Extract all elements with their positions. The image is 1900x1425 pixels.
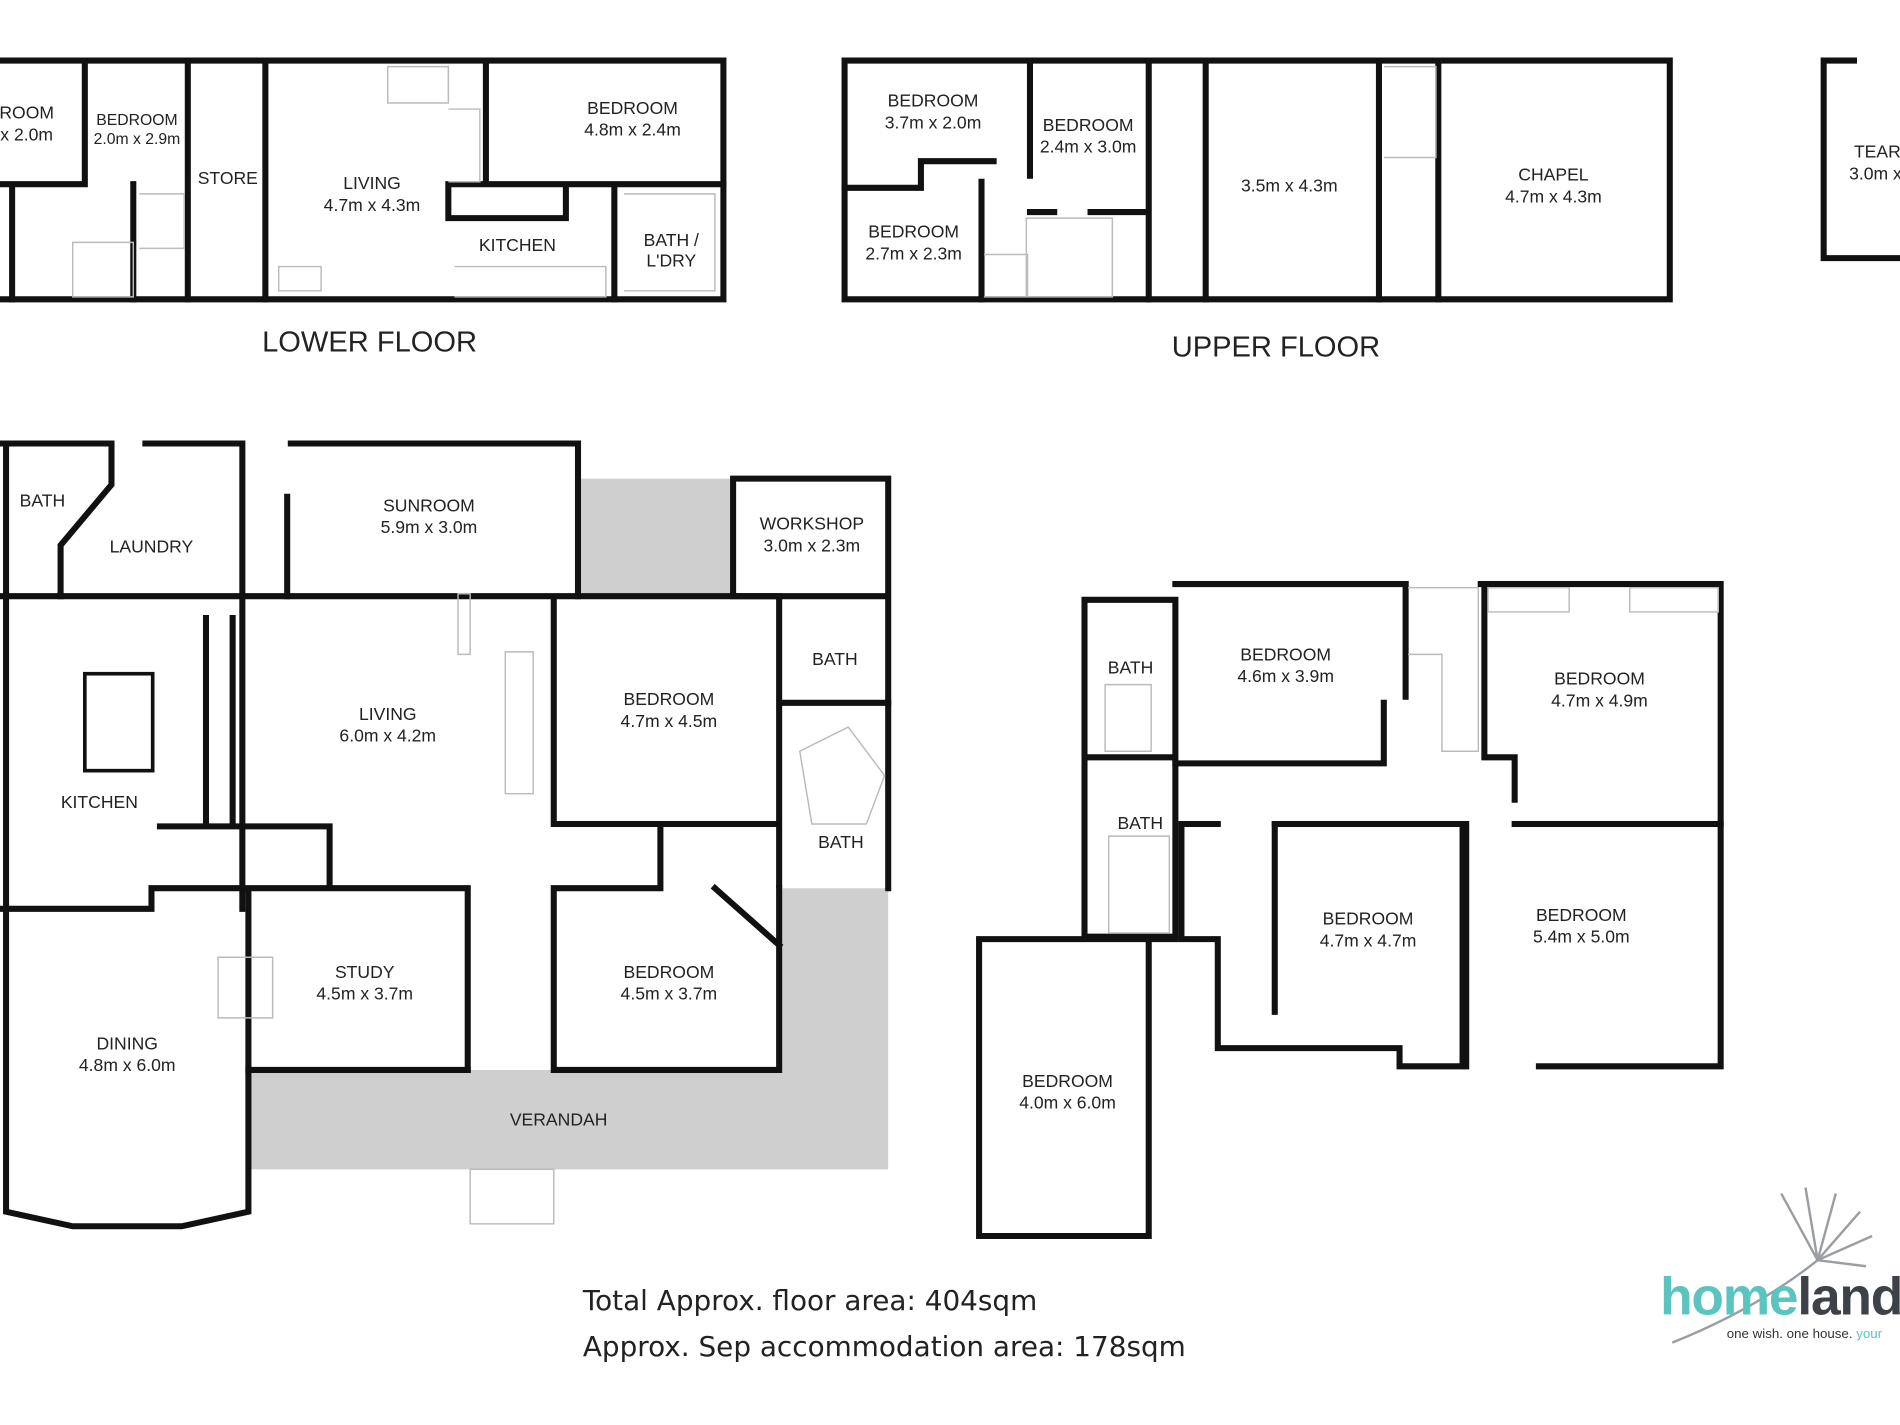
room-size: 4.8m x 2.4m — [584, 120, 681, 140]
room-label: STORE — [198, 168, 258, 188]
room-label: BEDROOM — [624, 689, 715, 709]
room-size: 4.7m x 4.3m — [324, 195, 421, 215]
room-label: BEDROOM — [1043, 115, 1134, 135]
room-label: BEDROOM — [1536, 905, 1627, 925]
homeland-logo: homeland one wish. one house. your — [1660, 1187, 1900, 1344]
room-label: LIVING — [343, 173, 401, 193]
room-label: BEDROOM — [1022, 1071, 1113, 1091]
room-label: BEDROOM — [888, 91, 979, 111]
room-size: L'DRY — [646, 251, 696, 271]
floor-title: UPPER FLOOR — [1172, 331, 1380, 363]
room-label: STUDY — [335, 962, 395, 982]
room-size: 4.7m x 4.7m — [1320, 930, 1417, 950]
verandah-area — [248, 888, 889, 1170]
room-label: ROOM — [0, 103, 54, 123]
room-label: BEDROOM — [1323, 909, 1414, 929]
logo-tagline: one wish. one house. — [1727, 1326, 1857, 1341]
room-size: 4.6m x 3.9m — [1237, 666, 1334, 686]
room-label: KITCHEN — [61, 792, 138, 812]
upper-floor-plan: BEDROOM 3.7m x 2.0m BEDROOM 2.4m x 3.0m … — [841, 57, 1900, 363]
room-label: LAUNDRY — [110, 537, 194, 557]
room-size: 3.0m x — [1849, 163, 1900, 183]
room-label: DINING — [96, 1033, 157, 1053]
room-size: 2.0m x 2.9m — [94, 131, 181, 148]
room-label: KITCHEN — [479, 235, 556, 255]
room-size: 4.7m x 4.9m — [1551, 690, 1648, 710]
room-label: BATH — [812, 649, 858, 669]
floor-title: LOWER FLOOR — [262, 326, 477, 358]
entry-steps — [469, 1168, 555, 1225]
first-floor-plan: BATH BEDROOM 4.6m x 3.9m BEDROOM 4.7m x … — [976, 581, 1724, 1239]
room-label: BATH — [20, 491, 66, 511]
logo-text-land: land — [1797, 1268, 1900, 1327]
room-label: BATH — [1108, 658, 1154, 678]
room-label: BATH — [818, 832, 864, 852]
room-size: x 2.0m — [0, 125, 53, 145]
room-label: BEDROOM — [868, 222, 959, 242]
room-size: 4.8m x 6.0m — [79, 1055, 176, 1075]
room-label: BEDROOM — [1240, 644, 1331, 664]
room-size: 3.7m x 2.0m — [885, 112, 982, 132]
total-floor-area: Total Approx. floor area: 404sqm — [582, 1284, 1037, 1317]
room-label: VERANDAH — [510, 1110, 608, 1130]
lower-floor-plan: ROOM x 2.0m BEDROOM 2.0m x 2.9m STORE LI… — [0, 57, 727, 358]
svg-text:one wish. one house. your: one wish. one house. your — [1727, 1326, 1883, 1341]
room-label: SUNROOM — [383, 495, 475, 515]
room-label: TEAR — [1854, 142, 1900, 162]
ground-floor-plan: BATH LAUNDRY SUNROOM 5.9m x 3.0m WORKSHO… — [0, 440, 892, 1230]
room-label: BATH / — [644, 230, 699, 250]
room-size: 3.0m x 2.3m — [764, 535, 861, 555]
logo-tagline-accent: your — [1856, 1326, 1882, 1341]
room-size: 2.7m x 2.3m — [865, 243, 962, 263]
room-size: 5.4m x 5.0m — [1533, 927, 1630, 947]
room-label: BEDROOM — [96, 112, 177, 129]
svg-text:homeland: homeland — [1660, 1268, 1900, 1327]
room-label: WORKSHOP — [760, 514, 864, 534]
room-label: BEDROOM — [624, 962, 715, 982]
room-label: BEDROOM — [587, 98, 678, 118]
room-label: CHAPEL — [1518, 165, 1589, 185]
room-size: 2.4m x 3.0m — [1040, 137, 1137, 157]
room-label: BEDROOM — [1554, 669, 1645, 689]
room-size: 5.9m x 3.0m — [381, 517, 478, 537]
room-size: 4.5m x 3.7m — [621, 984, 718, 1004]
room-size: 4.5m x 3.7m — [316, 984, 413, 1004]
room-label: LIVING — [359, 704, 417, 724]
room-size: 4.7m x 4.5m — [621, 711, 718, 731]
courtyard-area — [577, 478, 734, 597]
sep-accommodation-area: Approx. Sep accommodation area: 178sqm — [583, 1330, 1186, 1363]
room-size: 4.0m x 6.0m — [1019, 1093, 1116, 1113]
room-size: 6.0m x 4.2m — [339, 726, 436, 746]
room-label: BATH — [1117, 813, 1163, 833]
room-size: 3.5m x 4.3m — [1241, 175, 1338, 195]
room-size: 4.7m x 4.3m — [1505, 186, 1602, 206]
logo-text-home: home — [1660, 1268, 1797, 1327]
